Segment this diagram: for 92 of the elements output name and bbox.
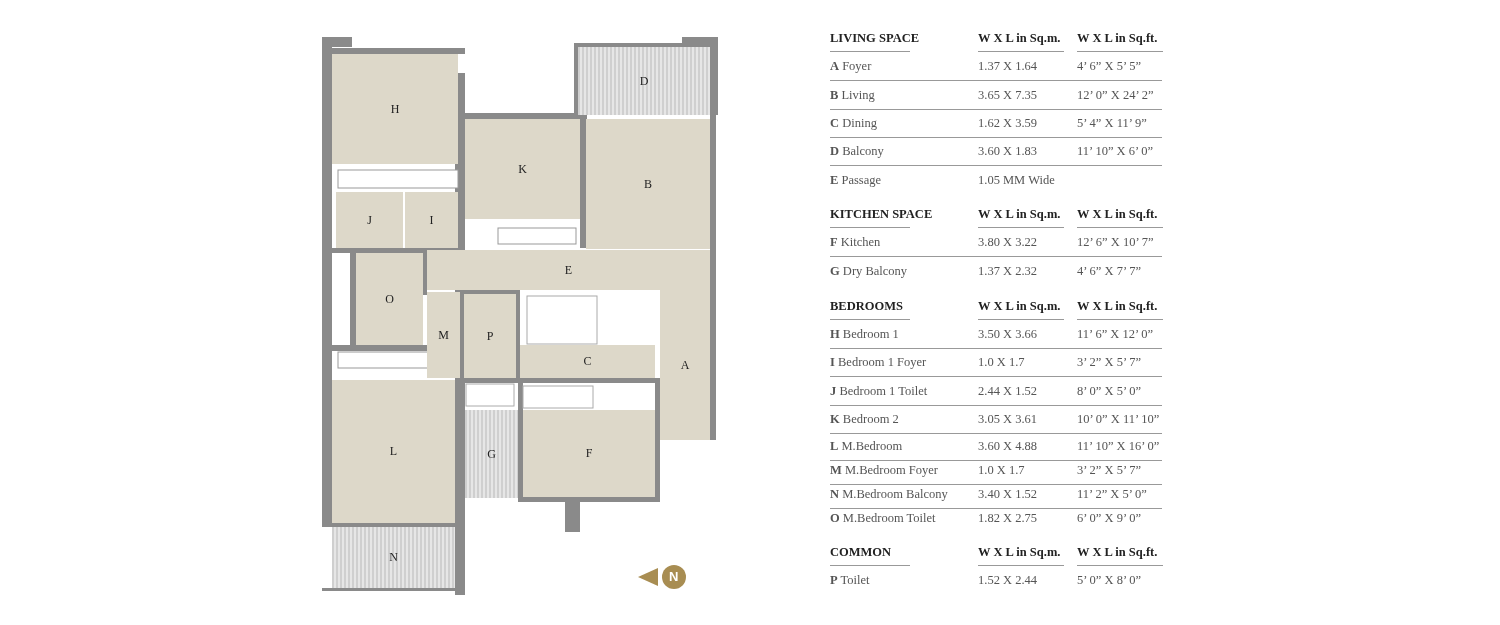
room-dimension: 1.37 X 1.64 (978, 58, 1038, 74)
room-dimension: 3.65 X 7.35 (978, 87, 1038, 103)
column-header: W X L in Sq.m. (978, 544, 1061, 560)
room-dimension: 3.60 X 1.83 (978, 143, 1038, 159)
room-name: J Bedroom 1 Toilet (830, 383, 928, 399)
room-name: C Dining (830, 115, 877, 131)
room-dimension: 3.60 X 4.88 (978, 438, 1038, 454)
column-header: W X L in Sq.ft. (1077, 206, 1158, 222)
room-letter: A (680, 357, 690, 373)
room-dimension: 3.80 X 3.22 (978, 234, 1038, 250)
room-name: H Bedroom 1 (830, 326, 899, 342)
room-area (464, 294, 516, 378)
room-dimension: 1.82 X 2.75 (978, 510, 1038, 526)
balcony-area (465, 410, 518, 498)
room-name: A Foyer (830, 58, 872, 74)
room-letter: J (367, 212, 372, 228)
room-dimension: 4’ 6” X 5’ 5” (1077, 58, 1142, 74)
room-area (336, 192, 403, 248)
room-name: D Balcony (830, 143, 884, 159)
room-name: N M.Bedroom Balcony (830, 486, 948, 502)
room-dimension: 11’ 6” X 12’ 0” (1077, 326, 1154, 342)
room-dimension: 12’ 6” X 10’ 7” (1077, 234, 1154, 250)
room-name: L M.Bedroom (830, 438, 903, 454)
room-name: K Bedroom 2 (830, 411, 899, 427)
room-area (427, 292, 460, 378)
room-letter: D (639, 73, 649, 89)
room-area (332, 54, 458, 164)
room-dimension: 1.05 MM Wide (978, 172, 1055, 188)
room-letter: E (564, 262, 573, 278)
room-area (332, 380, 455, 523)
room-dimension: 11’ 2” X 5’ 0” (1077, 486, 1147, 502)
room-dimension: 1.37 X 2.32 (978, 263, 1038, 279)
room-name: F Kitchen (830, 234, 881, 250)
balcony-area (578, 47, 710, 115)
room-dimension: 5’ 0” X 8’ 0” (1077, 572, 1142, 588)
room-dimension: 3.40 X 1.52 (978, 486, 1038, 502)
column-header: W X L in Sq.m. (978, 30, 1061, 46)
room-name: O M.Bedroom Toilet (830, 510, 936, 526)
room-letter: O (385, 291, 394, 307)
room-dimension: 3’ 2” X 5’ 7” (1077, 462, 1142, 478)
room-dimension: 10’ 0” X 11’ 10” (1077, 411, 1160, 427)
room-dimension: 3.05 X 3.61 (978, 411, 1038, 427)
room-dimension: 2.44 X 1.52 (978, 383, 1038, 399)
room-dimension: 1.62 X 3.59 (978, 115, 1038, 131)
section-heading: COMMON (830, 544, 892, 560)
room-name: G Dry Balcony (830, 263, 908, 279)
room-area (523, 410, 655, 497)
column-header: W X L in Sq.m. (978, 206, 1061, 222)
room-dimension: 4’ 6” X 7’ 7” (1077, 263, 1142, 279)
room-letter: C (583, 354, 592, 369)
room-name: M M.Bedroom Foyer (830, 462, 938, 478)
room-dimension: 1.52 X 2.44 (978, 572, 1038, 588)
room-dimension: 8’ 0” X 5’ 0” (1077, 383, 1142, 399)
room-letter: P (486, 328, 494, 344)
room-dimension: 1.0 X 1.7 (978, 462, 1025, 478)
room-area (405, 192, 458, 248)
room-dimension: 3’ 2” X 5’ 7” (1077, 354, 1142, 370)
room-dimension: 6’ 0” X 9’ 0” (1077, 510, 1142, 526)
column-header: W X L in Sq.ft. (1077, 544, 1158, 560)
section-heading: LIVING SPACE (830, 30, 920, 46)
room-area (660, 290, 710, 440)
room-dimension: 5’ 4” X 11’ 9” (1077, 115, 1147, 131)
room-area (465, 119, 580, 219)
room-letter: F (585, 446, 593, 461)
room-name: I Bedroom 1 Foyer (830, 354, 927, 370)
room-area (427, 250, 710, 290)
balcony-area (332, 527, 455, 588)
room-area (356, 253, 423, 345)
room-name: E Passage (830, 172, 882, 188)
room-letter: B (644, 176, 652, 192)
room-dimension: 12’ 0” X 24’ 2” (1077, 87, 1154, 103)
column-header: W X L in Sq.ft. (1077, 30, 1158, 46)
room-dimension: 1.0 X 1.7 (978, 354, 1025, 370)
room-letter: L (389, 444, 398, 459)
room-dimension: 3.50 X 3.66 (978, 326, 1038, 342)
room-letter: M (438, 327, 449, 343)
room-letter: K (518, 161, 527, 177)
column-header: W X L in Sq.m. (978, 298, 1061, 314)
room-area (586, 119, 710, 249)
room-letter: G (487, 446, 496, 462)
north-label: N (669, 569, 679, 584)
room-letter: H (390, 101, 400, 117)
section-heading: KITCHEN SPACE (830, 206, 933, 222)
room-letter: N (389, 550, 398, 565)
room-dimension: 11’ 10” X 6’ 0” (1077, 143, 1154, 159)
room-name: B Living (830, 87, 875, 103)
column-header: W X L in Sq.ft. (1077, 298, 1158, 314)
room-letter: I (429, 212, 434, 228)
section-heading: BEDROOMS (830, 298, 903, 314)
room-area (520, 345, 655, 378)
room-dimension: 11’ 10” X 16’ 0” (1077, 438, 1160, 454)
room-name: P Toilet (830, 572, 870, 588)
